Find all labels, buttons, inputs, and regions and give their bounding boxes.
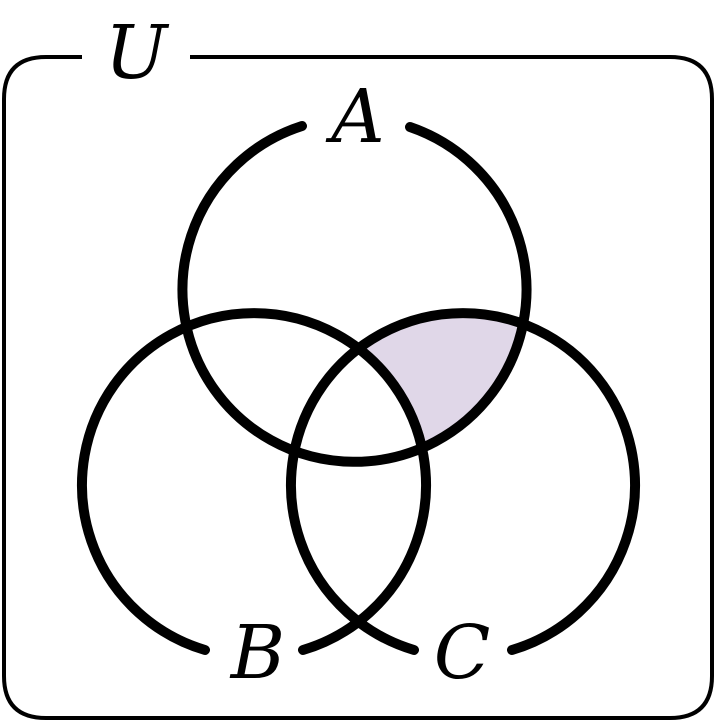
set-a-circle — [177, 121, 532, 467]
set-b-label: B — [229, 610, 285, 696]
set-b-circle — [77, 308, 431, 655]
set-c-label: C — [434, 610, 491, 696]
set-a-label: A — [325, 74, 384, 160]
universe-label: U — [105, 10, 170, 96]
universe-boundary — [2, 55, 714, 720]
set-c-circle — [286, 308, 640, 655]
shaded-region-a-and-c-not-b — [290, 313, 529, 462]
